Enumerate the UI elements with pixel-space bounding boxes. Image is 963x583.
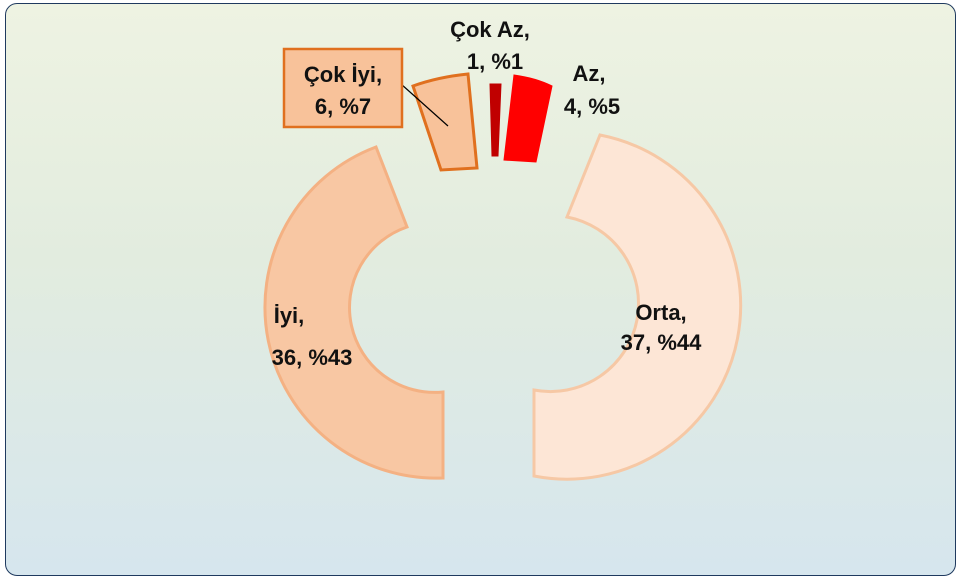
label-cok-iyi-line2: 6, %7: [315, 94, 371, 119]
chart-frame: Orta, 37, %44 İyi, 36, %43 Çok İyi, 6, %…: [5, 3, 956, 576]
donut-chart: Orta, 37, %44 İyi, 36, %43 Çok İyi, 6, %…: [263, 17, 743, 481]
label-orta-line1: Orta,: [635, 300, 686, 325]
slice-cok-iyi: [411, 72, 479, 172]
label-az-line1: Az,: [573, 61, 606, 86]
leader-line-cok-iyi: [400, 83, 449, 127]
label-iyi-line2: 36, %43: [272, 345, 353, 370]
slice-orta: [532, 133, 743, 481]
slice-az: [503, 74, 553, 163]
label-cok-az-line1: Çok Az,: [450, 17, 530, 42]
label-iyi-line1: İyi,: [274, 303, 305, 328]
label-az-line2: 4, %5: [564, 94, 620, 119]
label-orta-line2: 37, %44: [621, 330, 702, 355]
label-cok-iyi-line1: Çok İyi,: [304, 62, 382, 87]
slice-cok-az: [489, 83, 502, 157]
label-box-cok-iyi: [282, 47, 404, 129]
label-cok-az-line2: 1, %1: [467, 49, 523, 74]
slice-iyi: [263, 145, 445, 480]
